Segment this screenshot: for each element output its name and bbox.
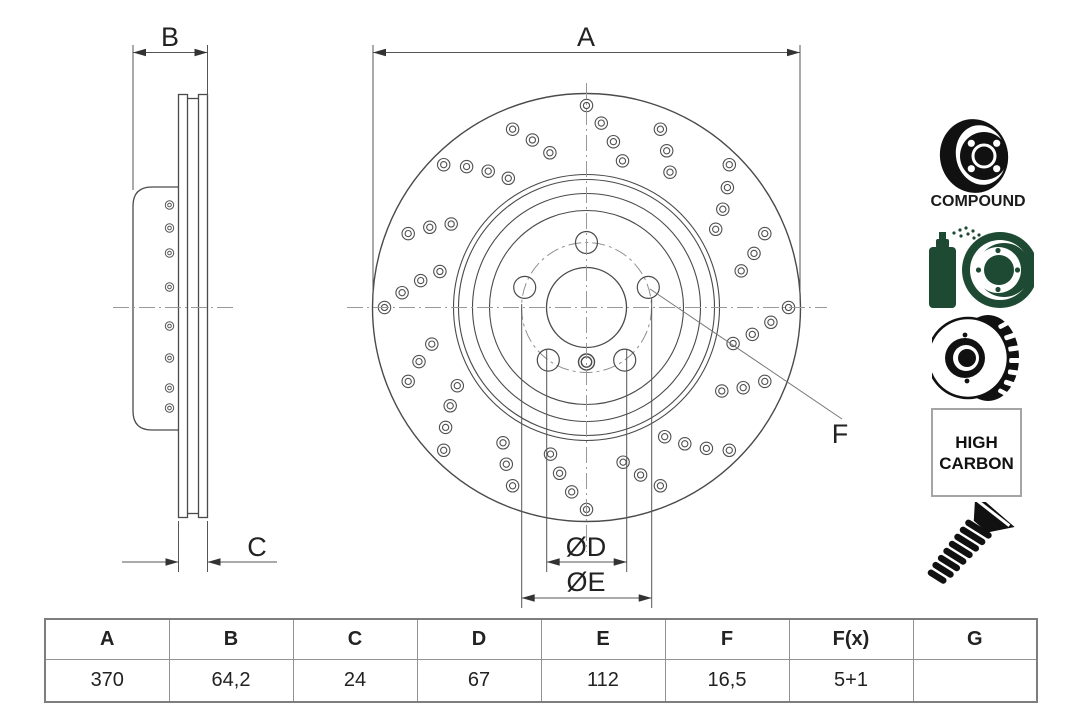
spec-table-header-row: A B C D E F F(x) G bbox=[44, 618, 1038, 660]
dim-label-f: F bbox=[832, 419, 849, 449]
header-cell-g: G bbox=[912, 618, 1038, 660]
high-carbon-line2: CARBON bbox=[939, 453, 1014, 473]
header-cell-e: E bbox=[540, 618, 666, 660]
side-view-hat bbox=[132, 186, 179, 431]
high-carbon-line1: HIGH bbox=[955, 432, 998, 452]
high-carbon-badge: HIGH CARBON bbox=[931, 408, 1022, 497]
header-cell-d: D bbox=[416, 618, 542, 660]
value-cell-fx: 5+1 bbox=[788, 659, 914, 703]
side-view-outer-plate bbox=[177, 93, 189, 519]
vented-brake-disc-icon bbox=[932, 315, 1021, 401]
spray-can-coated-disc-icon bbox=[929, 226, 1034, 308]
value-cell-a: 370 bbox=[44, 659, 170, 703]
dim-label-b: B bbox=[161, 22, 179, 52]
compound-two-piece-disc-icon bbox=[939, 119, 1009, 193]
header-cell-b: B bbox=[168, 618, 294, 660]
side-view-inner-plate bbox=[197, 93, 209, 519]
spec-table-value-row: 370 64,2 24 67 112 16,5 5+1 bbox=[44, 659, 1038, 703]
spec-table: A B C D E F F(x) G 370 64,2 24 67 112 16… bbox=[44, 618, 1038, 703]
dim-label-d: ØD bbox=[566, 532, 607, 562]
value-cell-e: 112 bbox=[540, 659, 666, 703]
value-cell-d: 67 bbox=[416, 659, 542, 703]
f-leader-line bbox=[649, 288, 843, 420]
value-cell-c: 24 bbox=[292, 659, 418, 703]
front-view-centerlines bbox=[347, 83, 827, 552]
dim-label-c: C bbox=[247, 532, 267, 562]
value-cell-b: 64,2 bbox=[168, 659, 294, 703]
value-cell-g bbox=[912, 659, 1038, 703]
countersunk-locating-screw-icon bbox=[927, 502, 1015, 584]
header-cell-f: F bbox=[664, 618, 790, 660]
side-view bbox=[132, 93, 209, 519]
dim-label-a: A bbox=[577, 22, 595, 52]
technical-drawing-canvas: A B C ØD ØE F bbox=[113, 22, 849, 608]
header-cell-c: C bbox=[292, 618, 418, 660]
compound-label: COMPOUND bbox=[930, 193, 1026, 210]
header-cell-fx: F(x) bbox=[788, 618, 914, 660]
value-cell-f: 16,5 bbox=[664, 659, 790, 703]
dim-label-e: ØE bbox=[566, 567, 605, 597]
drilled-holes-pattern bbox=[377, 98, 796, 517]
bolt-holes bbox=[513, 230, 660, 372]
dimension-lines bbox=[122, 45, 843, 608]
side-view-hat-holes bbox=[164, 200, 175, 413]
header-cell-a: A bbox=[44, 618, 170, 660]
dimension-arrowheads bbox=[133, 48, 800, 602]
